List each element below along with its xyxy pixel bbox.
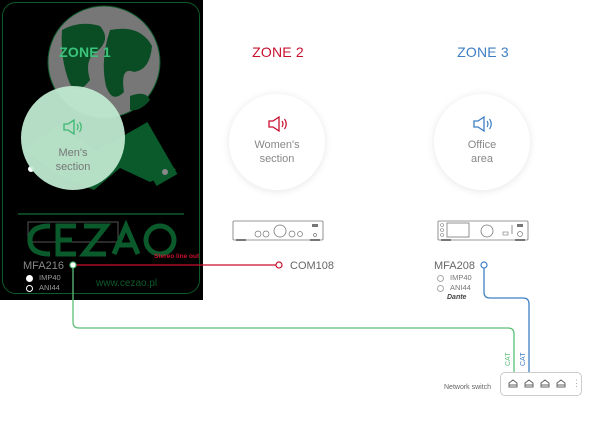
blue-cat-cable xyxy=(483,268,530,374)
watermark-url: www.cezao.pl xyxy=(96,278,158,289)
kebab-menu-icon[interactable]: ⋮ xyxy=(572,378,581,388)
option-imp40-zone3: IMP40 xyxy=(437,273,472,282)
network-switch-label: Network switch xyxy=(444,384,492,391)
watermark-panel xyxy=(0,0,203,300)
zone-2-circle[interactable]: Women's section xyxy=(229,94,325,190)
amplifier-icon xyxy=(437,220,529,241)
speaker-icon xyxy=(473,116,492,132)
dante-badge: Dante xyxy=(447,294,467,301)
speaker-icon xyxy=(268,116,287,132)
zone-3-circle[interactable]: Office area xyxy=(434,94,530,190)
zone-1-area: Men's section xyxy=(25,146,121,174)
mfa216-connector xyxy=(69,261,77,269)
option-ani44-zone3: ANI44 xyxy=(437,283,471,292)
cat-label-green: CAT xyxy=(505,352,512,366)
green-cat-cable xyxy=(72,268,515,374)
zone-1-title: ZONE 1 xyxy=(59,44,111,60)
zone-1-area-line2: section xyxy=(55,161,91,173)
ethernet-port-icon xyxy=(508,379,518,388)
com108-connector xyxy=(275,261,283,269)
zone-3-area: Office area xyxy=(434,138,530,166)
option-imp40-zone1: IMP40 xyxy=(26,273,61,282)
ethernet-port-icon xyxy=(524,379,534,388)
zone-3-area-line2: area xyxy=(470,153,494,165)
zone-2-area: Women's section xyxy=(229,138,325,166)
zone-2-area-line1: Women's xyxy=(254,139,300,151)
device-mfa208: MFA208 xyxy=(434,260,475,272)
zone-1-area-line1: Men's xyxy=(58,147,88,159)
watermark-brand-mark xyxy=(27,219,177,257)
ethernet-port-icon xyxy=(540,379,550,388)
device-mfa216: MFA216 xyxy=(23,260,64,272)
zone-2-title: ZONE 2 xyxy=(252,44,304,60)
stereo-line-label: Stereo line out xyxy=(154,253,200,260)
zone-3-title: ZONE 3 xyxy=(457,44,509,60)
mfa208-connector xyxy=(480,261,488,269)
zone-3-area-line1: Office xyxy=(467,139,497,151)
device-com108: COM108 xyxy=(290,260,335,272)
zone-2-area-line2: section xyxy=(259,153,295,165)
network-switch[interactable]: ⋮ xyxy=(500,372,582,396)
watermark-logo xyxy=(18,5,184,257)
option-ani44-zone1: ANI44 xyxy=(26,283,60,292)
cat-label-blue: CAT xyxy=(520,352,527,366)
speaker-icon xyxy=(63,119,82,135)
watermark-border xyxy=(2,2,200,294)
ethernet-port-icon xyxy=(556,379,566,388)
amplifier-icon xyxy=(232,220,324,241)
